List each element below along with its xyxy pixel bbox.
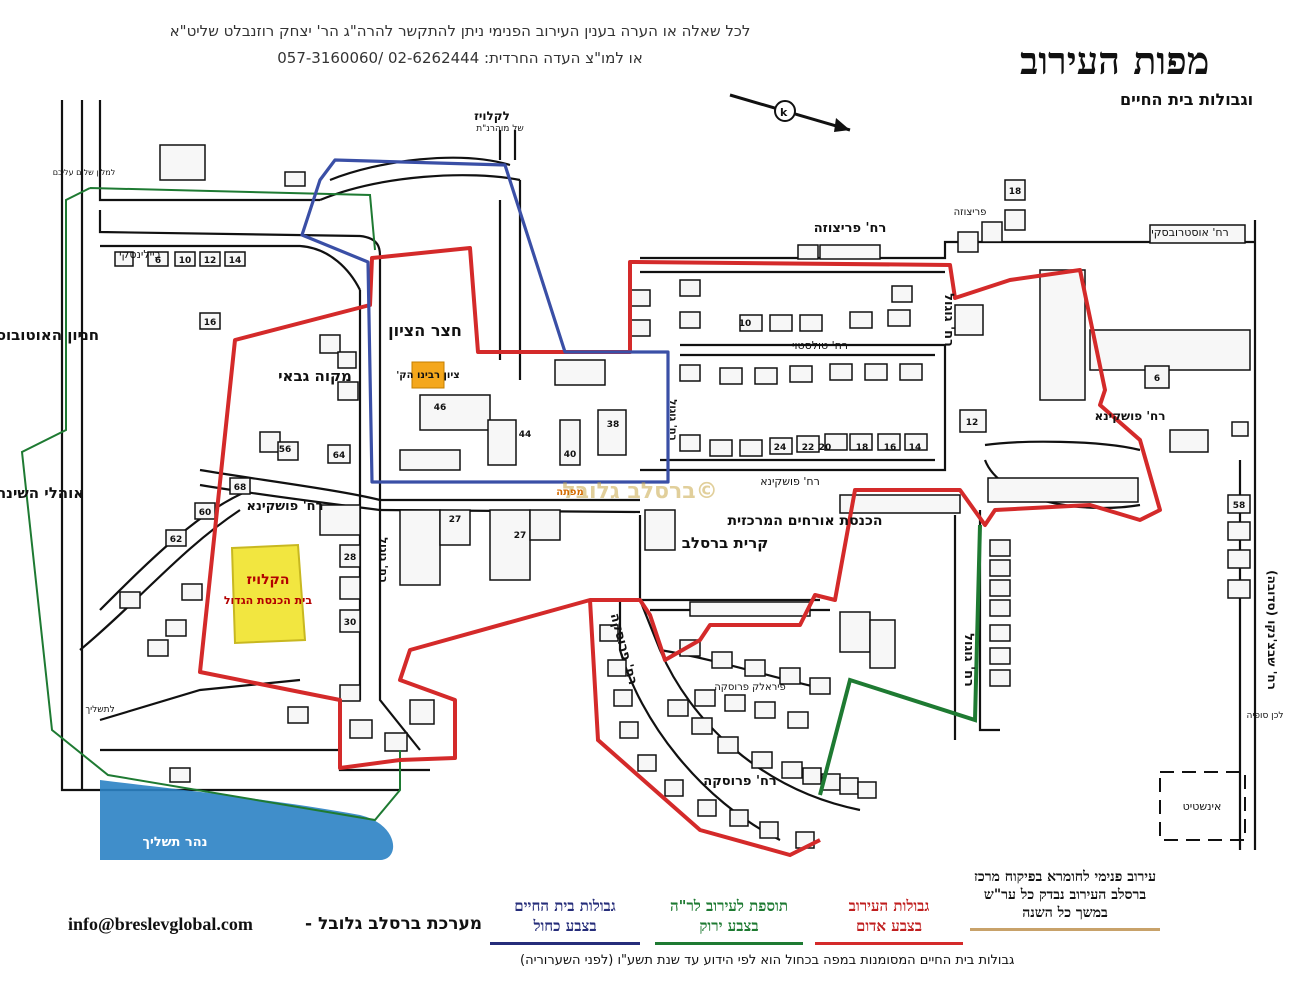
house-number: 30 <box>344 618 357 628</box>
house-number: 14 <box>909 443 922 453</box>
blue-cemetery-boundary <box>300 158 670 484</box>
editorial-credit: מערכת ברסלב גלובל - <box>305 914 483 934</box>
street-label: רח' אוסטרובסקי <box>1151 226 1229 239</box>
legend-internal-swatch <box>970 928 1160 931</box>
house-number: 60 <box>199 508 212 518</box>
red-eruv-boundary <box>198 246 1162 770</box>
house-number: 40 <box>564 450 577 460</box>
house-number: 6 <box>155 256 161 266</box>
street-label: פריצוזה <box>954 207 987 218</box>
house-number: 38 <box>607 420 620 430</box>
house-number: 56 <box>279 445 292 455</box>
place-label: הכנסת אורחים המרכזית <box>727 513 882 529</box>
house-number: 16 <box>884 443 897 453</box>
house-number: 6 <box>1154 374 1160 384</box>
street-label-vertical: רח' גוגול <box>377 537 390 582</box>
house-number: 10 <box>739 319 752 329</box>
red-eruv-boundary-south <box>588 599 821 858</box>
legend-red: גבולות העירוב בצבע אדום <box>815 868 963 945</box>
place-label: לכן סופיה <box>1247 711 1284 721</box>
house-number: 27 <box>514 531 527 541</box>
tzion-marker <box>411 361 445 389</box>
buildings <box>114 144 1251 849</box>
house-number: 14 <box>229 256 242 266</box>
place-label: ציון רבינו הק' <box>396 370 460 381</box>
street-label: רח' פושקינא <box>760 475 820 488</box>
river-tashlich <box>100 780 394 860</box>
legend-blue-text: גבולות בית החיים בצבע כחול <box>514 897 616 935</box>
house-number: 12 <box>966 418 979 428</box>
place-label: לתשליך <box>85 705 114 715</box>
map-subtitle: וגבולות בית החיים <box>1120 90 1254 109</box>
street-label: רח' פושקינא <box>1095 409 1166 423</box>
place-label: נהר תשליך <box>142 835 207 850</box>
legend-green-text: תוספת לעירוב לר"ה בצבע ירוק <box>670 897 788 935</box>
place-label: אוהלי השינה <box>0 484 84 502</box>
legend-internal-text: עירוב פנימי לחומרא בפיקוח מרכז ברסלב העי… <box>974 869 1156 921</box>
place-label: לקלויז <box>474 109 510 123</box>
house-number: 62 <box>170 535 183 545</box>
watermark: מפתה <box>556 487 584 498</box>
legend-red-swatch <box>815 942 963 945</box>
street-label-vertical: רח' גוגול <box>941 293 956 347</box>
kloiz-building <box>230 543 307 645</box>
house-number: 18 <box>856 443 869 453</box>
svg-text:k: k <box>780 106 788 119</box>
street-label: ביילינסקי <box>119 248 161 261</box>
place-label: מקוה גבאי <box>278 367 352 385</box>
street-label: פיראלק פרוסקה <box>714 682 786 693</box>
legend-blue-swatch <box>490 942 640 945</box>
place-label: הקלויז <box>247 572 290 588</box>
footnote: גבולות בית החיים המסומנות במפה בכחול הוא… <box>520 953 1015 968</box>
street-label: רח' פושקינא <box>247 499 324 514</box>
house-number: 20 <box>819 443 832 453</box>
house-numbers: 6 10 12 14 16 56 64 68 60 62 28 30 27 27… <box>155 187 1245 628</box>
house-number: 22 <box>802 443 815 453</box>
house-number: 16 <box>204 318 217 328</box>
house-number: 10 <box>179 256 192 266</box>
north-arrow-icon: k <box>729 93 851 132</box>
legend-blue: גבולות בית החיים בצבע כחול <box>490 868 640 945</box>
contact-line-1: לכל שאלה או הערה בענין העירוב הפנימי נית… <box>169 22 751 40</box>
house-number: 28 <box>344 553 357 563</box>
place-label: למלון שלום עליכם <box>53 168 116 177</box>
place-label: קרית ברסלב <box>682 534 769 552</box>
house-number: 46 <box>434 403 447 413</box>
email-link[interactable]: info@breslevglobal.com <box>68 914 253 934</box>
house-number: 27 <box>449 515 462 525</box>
legend-red-text: גבולות העירוב בצבע אדום <box>848 897 930 935</box>
street-label: רח' טולסטוי <box>792 339 848 352</box>
street-outlines <box>60 100 1257 850</box>
einstein-area <box>1159 771 1246 841</box>
street-label-vertical: רח' שבצ'נקו (סדובה) <box>1265 570 1279 690</box>
street-label: רח' פרוסקה <box>703 774 776 789</box>
street-label-vertical: רח' גוגול <box>667 399 678 440</box>
legend-internal-eruv: עירוב פנימי לחומרא בפיקוח מרכז ברסלב העי… <box>970 868 1160 931</box>
house-number: 18 <box>1009 187 1022 197</box>
house-number: 64 <box>333 451 346 461</box>
place-label: בית הכנסת הגדול <box>224 594 313 607</box>
street-label: רח' פריצוזה <box>814 221 887 236</box>
legend-green-swatch <box>655 942 803 945</box>
street-label-vertical: רח' גוגול <box>961 633 976 687</box>
place-label: חניון האוטובוסים <box>0 326 99 344</box>
house-number: 44 <box>519 430 532 440</box>
place-label: אינשטיט <box>1183 800 1222 813</box>
green-eruv-boundary <box>20 187 401 822</box>
map-title: מפות העירוב <box>1020 38 1210 83</box>
house-number: 58 <box>1233 501 1246 511</box>
watermark: ©ברסלב גלובל <box>562 479 717 504</box>
green-eruv-addition <box>818 524 982 796</box>
legend-green: תוספת לעירוב לר"ה בצבע ירוק <box>655 868 803 945</box>
contact-line-2: או למו"צ העדה החרדית: 02-6262444 /057-31… <box>277 49 643 67</box>
house-number: 68 <box>234 483 247 493</box>
house-number: 12 <box>204 256 217 266</box>
house-number: 24 <box>774 443 787 453</box>
contact-info: לכל שאלה או הערה בענין העירוב הפנימי נית… <box>120 18 800 72</box>
place-label: של מוהרנ"ת <box>476 124 524 134</box>
place-label: חצר הציון <box>388 321 462 340</box>
